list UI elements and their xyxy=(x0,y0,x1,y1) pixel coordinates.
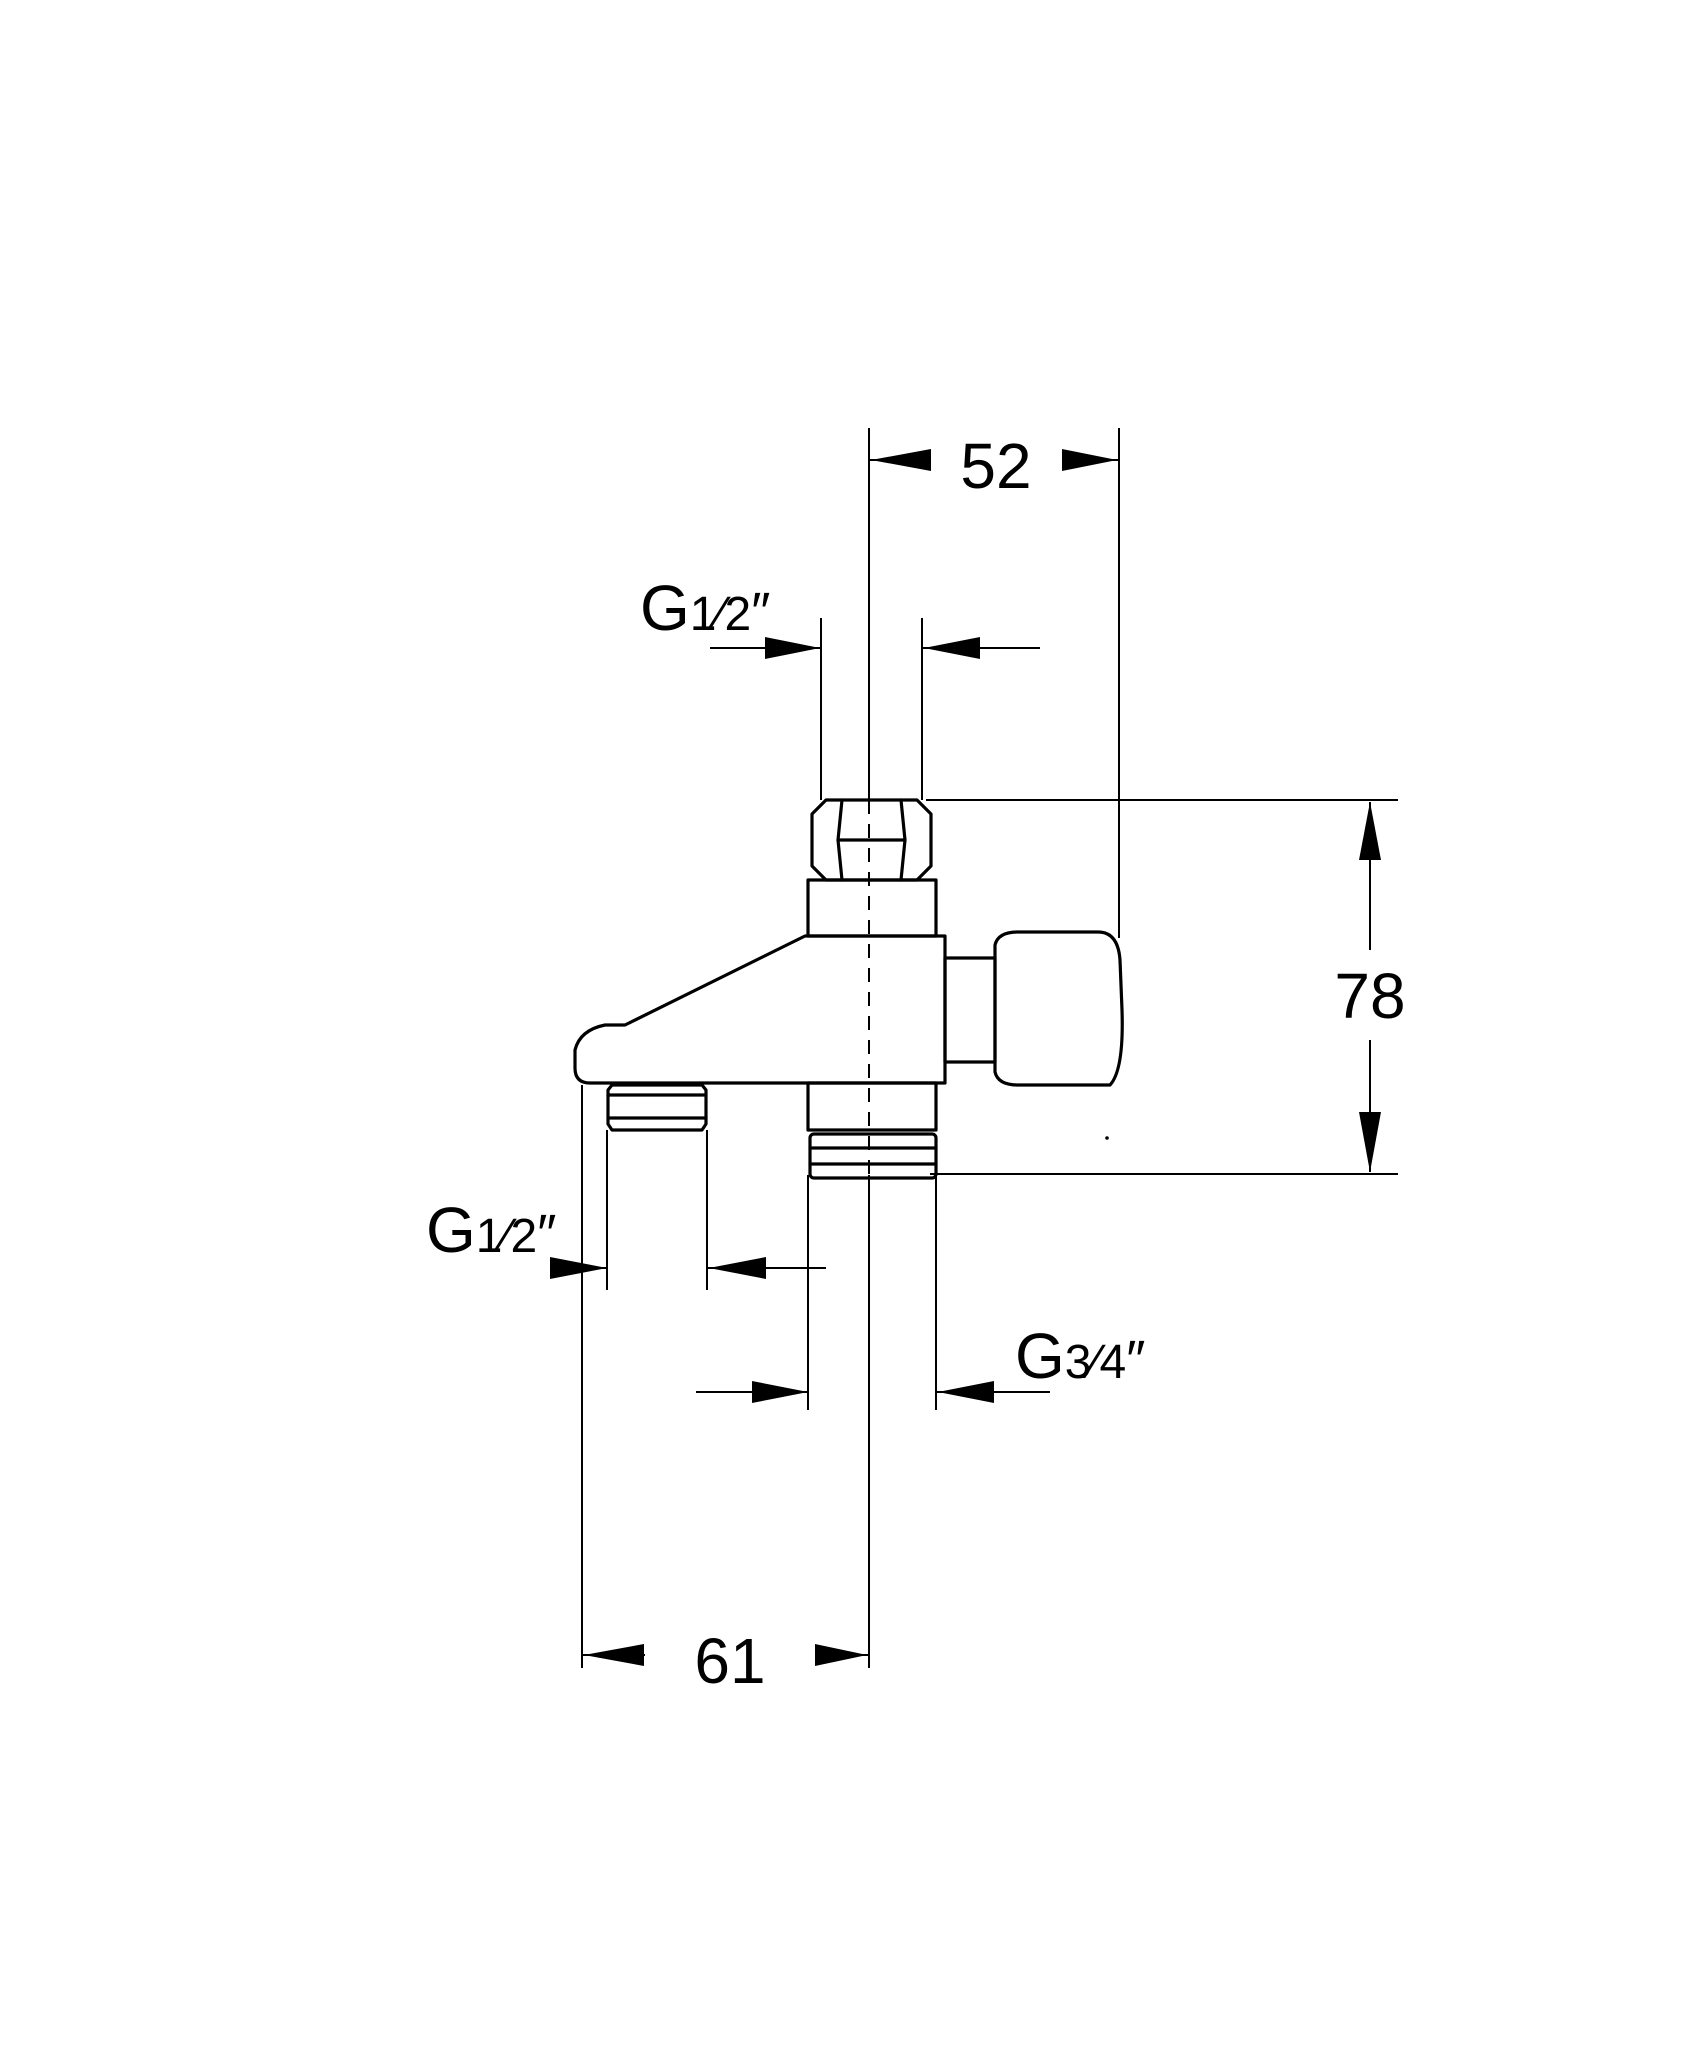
spout-outlet xyxy=(606,1083,708,1132)
dimension-61: 61 xyxy=(582,1625,869,1697)
thread-bottom-inlet: G3⁄4″ xyxy=(696,1320,1145,1403)
top-neck xyxy=(806,878,938,938)
extension-lines xyxy=(581,428,1398,1668)
main-body-with-spout xyxy=(573,934,947,1085)
handle-stem xyxy=(943,956,997,1064)
thread-spout-label: G1⁄2″ xyxy=(426,1194,556,1266)
valve-body-outline xyxy=(573,798,1124,1180)
dimension-52-label: 52 xyxy=(960,430,1031,502)
dimension-61-label: 61 xyxy=(694,1625,765,1697)
thread-bottom-label: G3⁄4″ xyxy=(1015,1320,1145,1392)
dimension-78-label: 78 xyxy=(1334,960,1405,1032)
dimension-78: 78 xyxy=(1334,802,1406,1172)
thread-top-inlet: G1⁄2″ xyxy=(640,572,1040,659)
reference-dot xyxy=(1105,1136,1109,1140)
lower-neck xyxy=(806,1081,938,1132)
handle-knob xyxy=(993,930,1124,1087)
thread-top-label: G1⁄2″ xyxy=(640,572,770,644)
thread-spout-outlet: G1⁄2″ xyxy=(426,1194,826,1279)
bottom-inlet-nut xyxy=(808,1132,938,1180)
dimension-52: 52 xyxy=(869,430,1119,502)
